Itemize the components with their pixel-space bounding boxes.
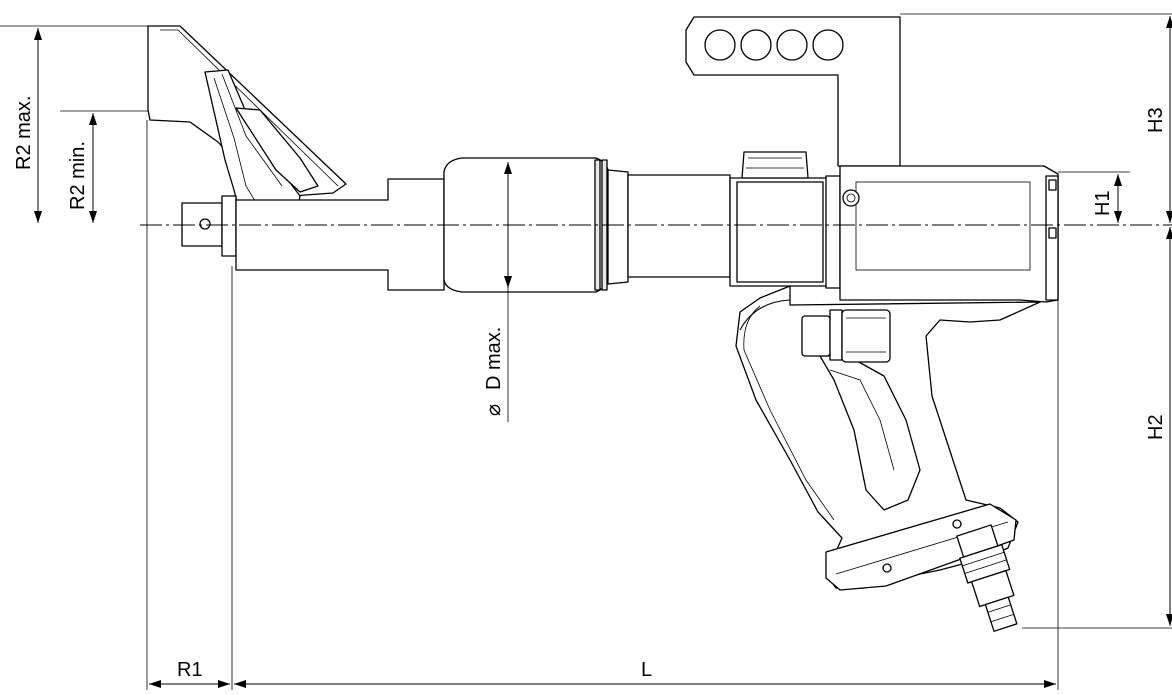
nose-section	[235, 178, 445, 291]
label-r2-min: R2 min.	[67, 141, 89, 210]
mid-shaft	[627, 174, 731, 278]
square-drive	[181, 195, 237, 257]
suspension-bracket	[685, 16, 901, 167]
label-l: L	[641, 659, 652, 681]
trigger	[801, 315, 831, 357]
label-h2: H2	[1145, 414, 1167, 440]
bracket-hole-4	[812, 29, 844, 61]
air-inlet-fitting	[956, 524, 1018, 632]
dimension-labels: R2 max. R2 min. R1 L ⌀ D max. H1 H3 H2	[13, 96, 1167, 681]
label-d-max: D max.	[483, 327, 505, 390]
motor-coupling	[729, 151, 841, 289]
rear-housing	[839, 165, 1059, 303]
pistol-grip	[735, 285, 1041, 591]
bracket-hole-2	[740, 29, 772, 61]
diameter-symbol: ⌀	[483, 404, 505, 416]
label-r2-max: R2 max.	[13, 96, 35, 170]
torque-wrench-outline	[147, 16, 1059, 632]
dimension-lines	[0, 13, 1172, 690]
label-h1: H1	[1092, 190, 1114, 216]
reaction-arm	[147, 25, 347, 225]
label-r1: R1	[177, 659, 203, 681]
label-h3: H3	[1145, 107, 1167, 133]
bracket-hole-1	[704, 29, 736, 61]
bracket-hole-3	[776, 29, 808, 61]
